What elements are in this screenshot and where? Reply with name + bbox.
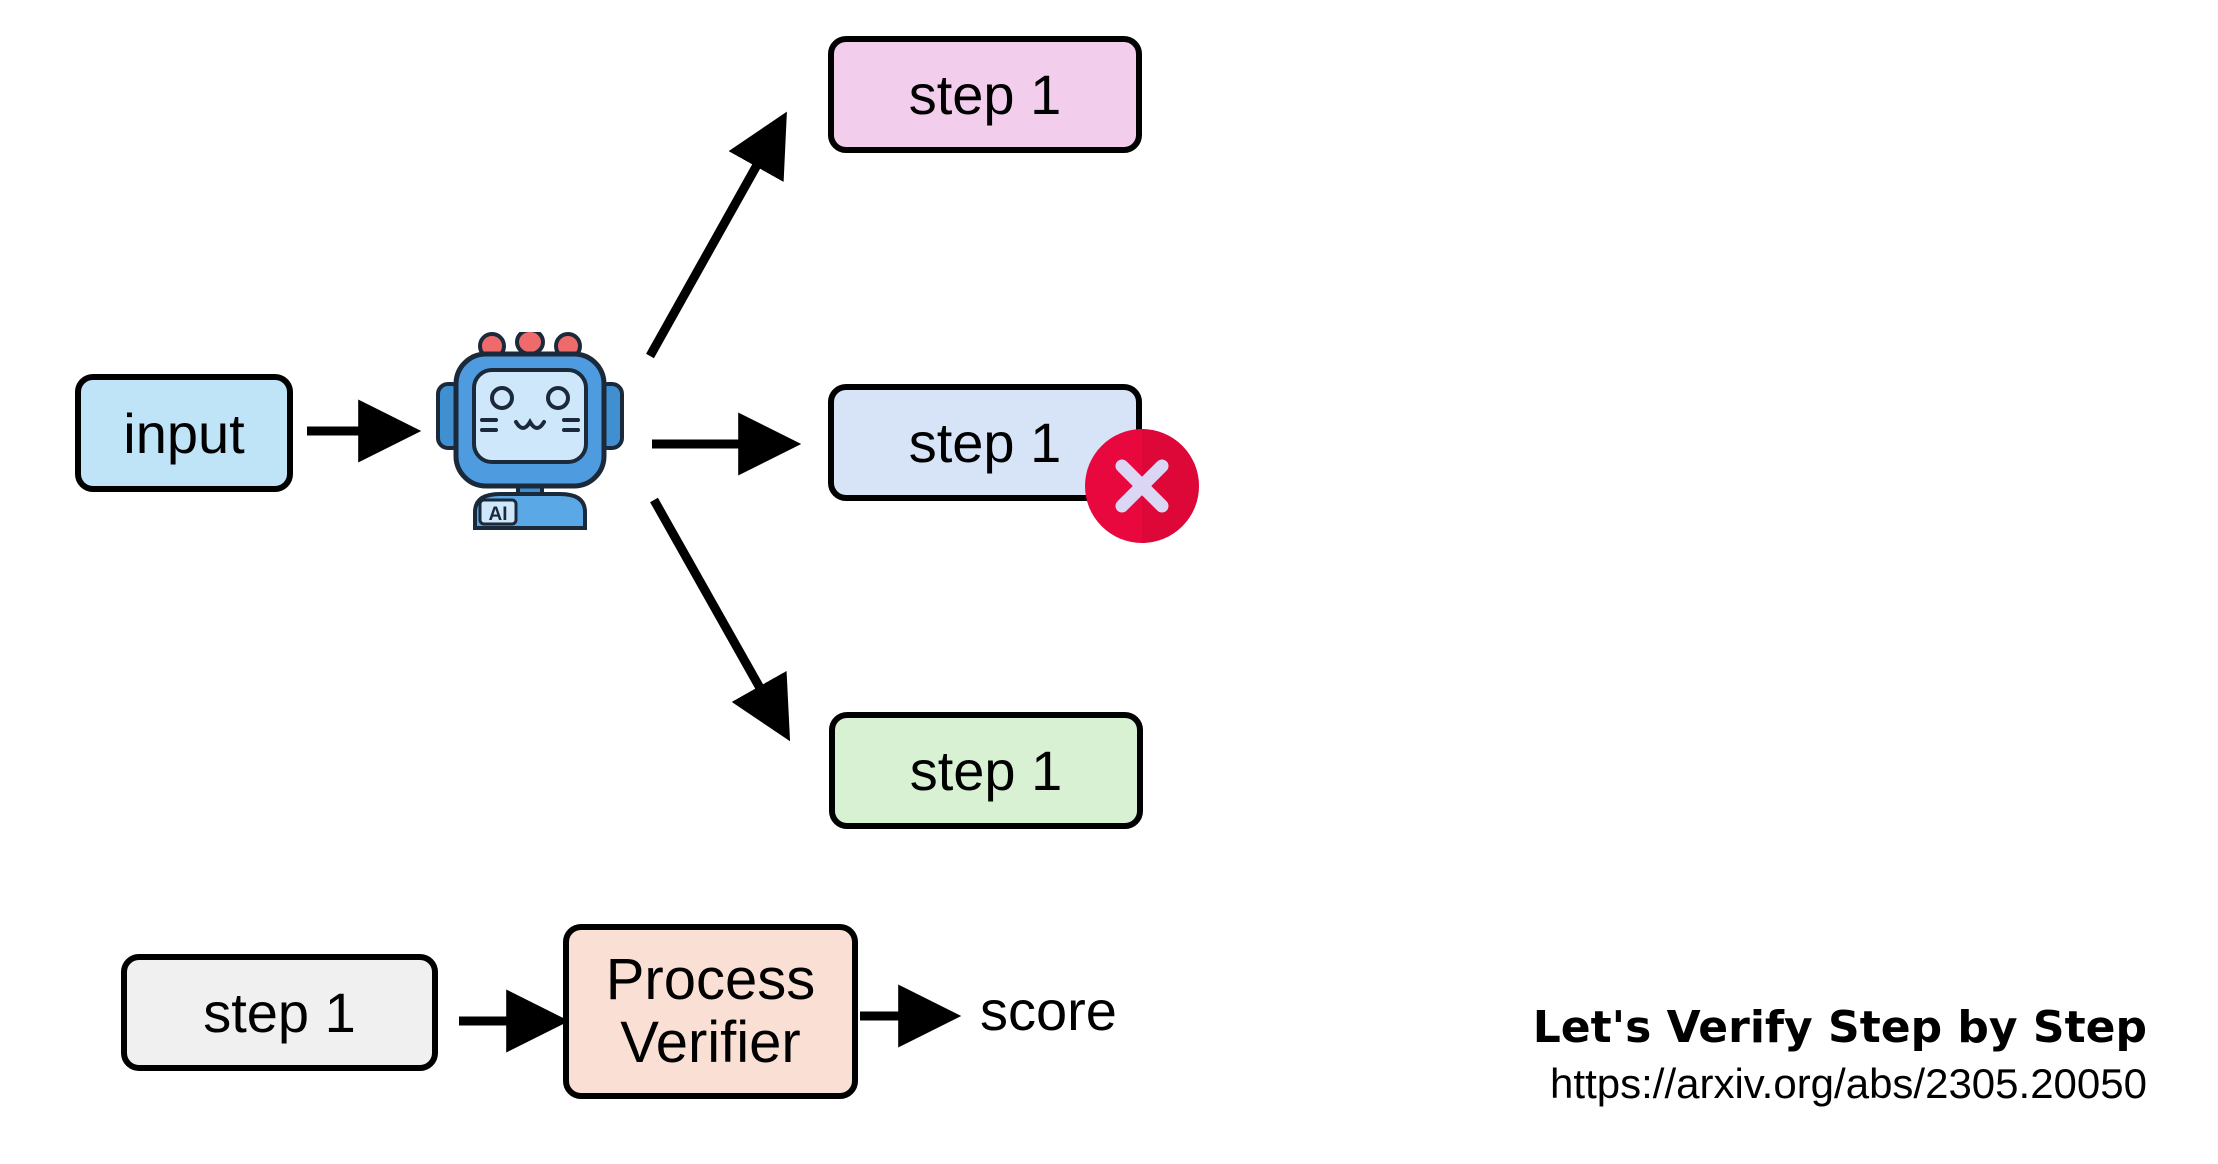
robot-icon: AI bbox=[436, 332, 624, 530]
citation-url: https://arxiv.org/abs/2305.20050 bbox=[1550, 1060, 2147, 1107]
robot-ai-badge: AI bbox=[489, 504, 508, 525]
process-verifier-box: Process Verifier bbox=[563, 924, 858, 1099]
input-box: input bbox=[75, 374, 293, 492]
arrow-robot-to-step-bottom bbox=[650, 497, 791, 742]
verifier-input-step-box: step 1 bbox=[121, 954, 438, 1071]
step-label: step 1 bbox=[908, 63, 1062, 126]
step-box-top: step 1 bbox=[828, 36, 1142, 153]
verifier-line-2: Verifier bbox=[620, 1009, 801, 1075]
step-label: step 1 bbox=[203, 981, 356, 1044]
step-label: step 1 bbox=[909, 739, 1063, 802]
input-label: input bbox=[123, 401, 245, 465]
verifier-line-1: Process bbox=[605, 947, 816, 1013]
arrow-robot-to-step-top bbox=[646, 111, 787, 359]
step-box-bottom: step 1 bbox=[829, 712, 1143, 829]
close-icon bbox=[1085, 429, 1199, 543]
score-label: score bbox=[980, 979, 1117, 1042]
step-label: step 1 bbox=[908, 411, 1062, 474]
citation-title: Let's Verify Step by Step bbox=[1532, 1002, 2147, 1053]
